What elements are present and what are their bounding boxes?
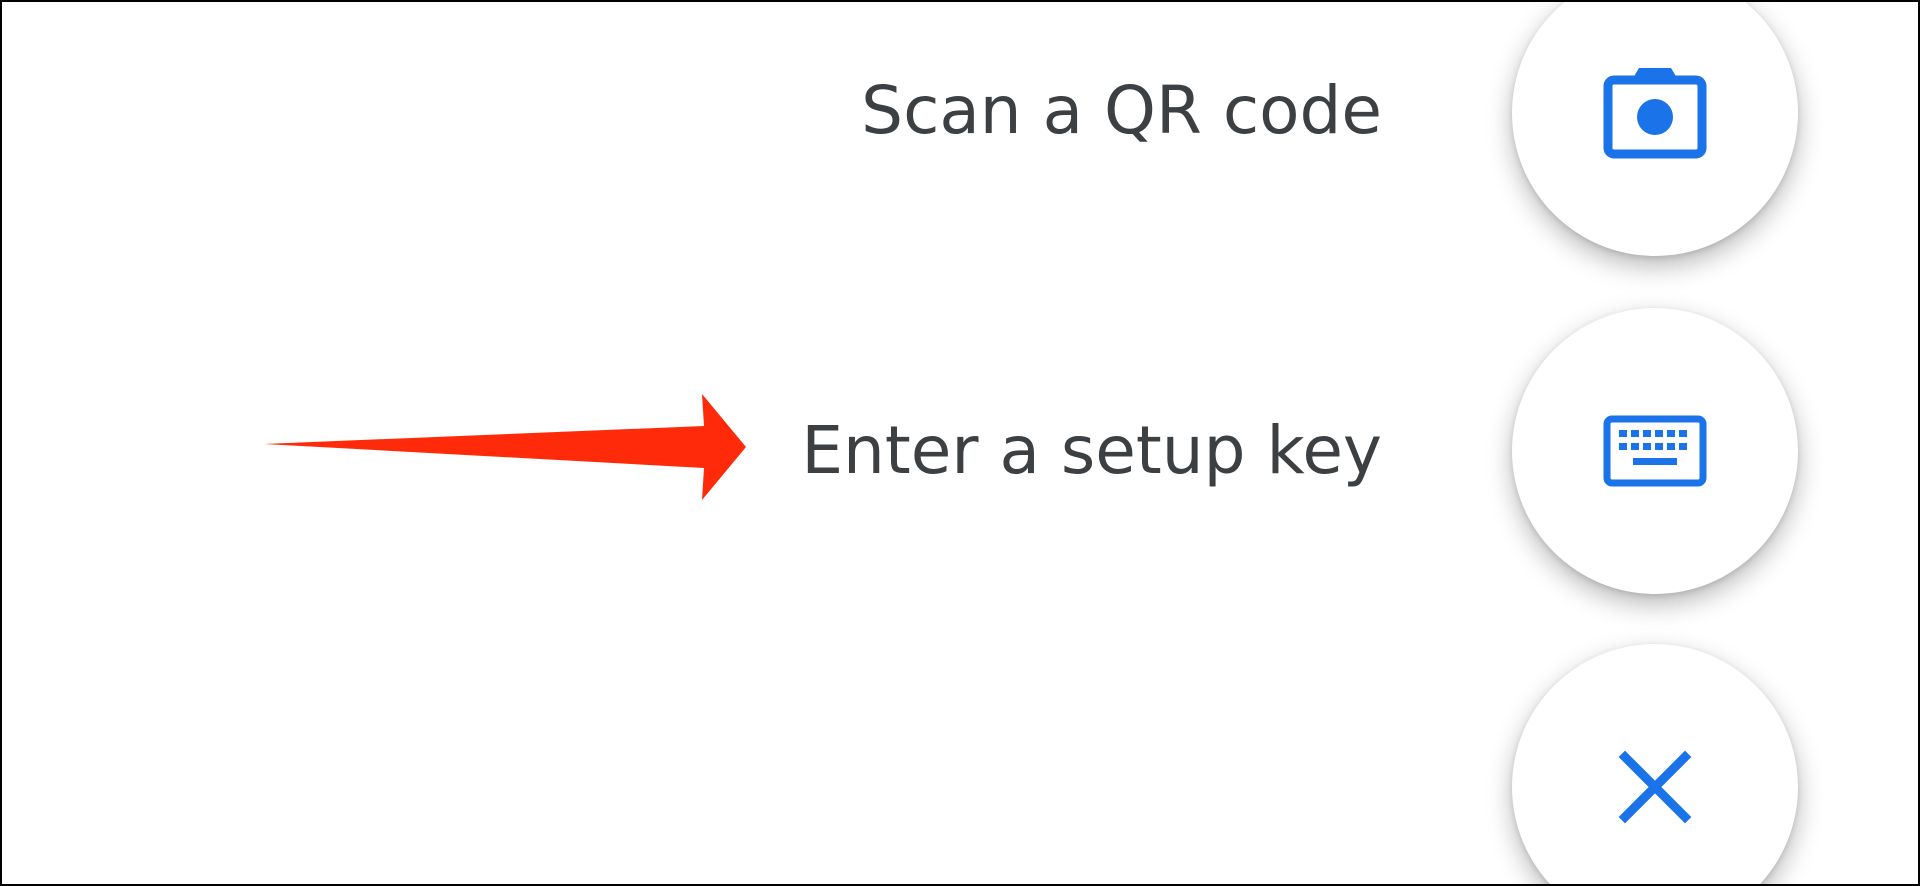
scan-qr-code-label[interactable]: Scan a QR code	[861, 72, 1382, 149]
close-icon	[1618, 750, 1692, 824]
red-arrow-annotation	[264, 394, 746, 500]
scan-qr-code-button[interactable]	[1512, 2, 1798, 256]
keyboard-icon	[1603, 415, 1707, 487]
camera-icon	[1603, 68, 1707, 159]
close-speed-dial-button[interactable]	[1512, 644, 1798, 884]
enter-setup-key-button[interactable]	[1512, 308, 1798, 594]
enter-setup-key-label[interactable]: Enter a setup key	[801, 412, 1382, 489]
